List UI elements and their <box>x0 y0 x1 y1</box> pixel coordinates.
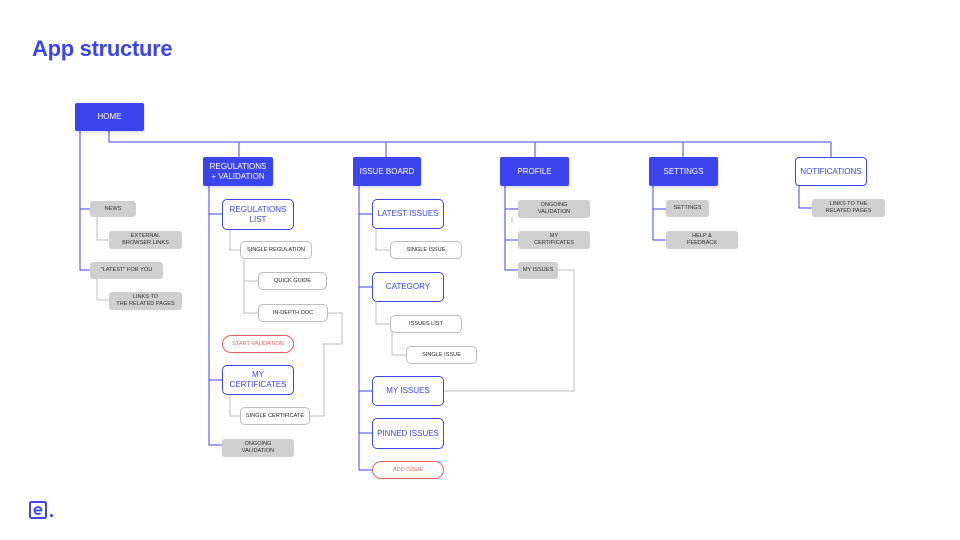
single-regulation-node: SINGLE REGULATION <box>240 241 312 259</box>
settings-node: SETTINGS <box>649 157 718 186</box>
ongoing-validation-reg-node: ONGOING VALIDATION <box>222 439 294 457</box>
links-related-pages-home-node: LINKS TO THE RELATED PAGES <box>109 292 182 310</box>
connector-home-spine <box>79 131 90 271</box>
connector-profile-spine <box>504 186 518 271</box>
connector-settings-spine <box>652 186 666 241</box>
add-issue-node: ADD ISSUE <box>372 461 444 479</box>
connector-indepth-validation <box>322 312 343 345</box>
logo-dot <box>50 514 53 517</box>
news-node: NEWS <box>90 201 136 217</box>
regulations-validation-node: REGULATIONS + VALIDATION <box>203 157 273 186</box>
category-node: CATEGORY <box>372 272 444 302</box>
latest-issues-node: LATEST ISSUES <box>372 199 444 229</box>
connector-regulations-spine <box>208 186 222 446</box>
issues-list-node: ISSUES LIST <box>390 315 462 333</box>
connector-issues-list-sub <box>391 332 406 356</box>
links-related-pages-notif-node: LINKS TO THE RELATED PAGES <box>812 199 885 217</box>
single-certificate-node: SINGLE CERTIFICATE <box>240 407 310 425</box>
connector-reg-list-sub <box>229 230 240 251</box>
notifications-node: NOTIFICATIONS <box>795 157 867 186</box>
start-validation-node: START VALIDATION <box>222 335 294 353</box>
connector-cert-validation <box>310 344 325 417</box>
my-certificates-node: MY CERTIFICATES <box>222 365 294 395</box>
quick-guide-node: QUICK GUIDE <box>258 272 327 290</box>
connector-profile-myissues <box>444 269 575 392</box>
single-issue-category-node: SINGLE ISSUE <box>406 346 477 364</box>
regulations-list-node: REGULATIONS LIST <box>222 199 294 230</box>
connector-notifications-spine <box>798 186 812 209</box>
settings-item-node: SETTINGS <box>666 200 709 217</box>
connector-category-sub <box>375 302 390 325</box>
e-logo-icon <box>29 501 47 519</box>
in-depth-doc-node: IN-DEPTH DOC <box>258 304 328 322</box>
connector-latest-issues-sub <box>375 229 390 251</box>
my-issues-profile-node: MY ISSUES <box>518 262 558 279</box>
connector-my-cert-sub <box>229 395 240 417</box>
ongoing-validation-profile-node: ONGOING VALIDATION <box>518 200 590 218</box>
profile-node: PROFILE <box>500 157 569 186</box>
pinned-issues-node: PINNED ISSUES <box>372 418 444 449</box>
connector-news-sub <box>96 217 109 241</box>
single-issue-latest-node: SINGLE ISSUE <box>390 241 462 259</box>
latest-for-you-node: "LATEST" FOR YOU <box>90 262 163 279</box>
help-feedback-node: HELP & FEEDBACK <box>666 231 738 249</box>
connector-home-bar <box>108 131 831 143</box>
home-node: HOME <box>75 103 144 131</box>
my-issues-node: MY ISSUES <box>372 376 444 406</box>
connector-latest-sub <box>96 279 109 301</box>
page-title: App structure <box>32 36 173 61</box>
issue-board-node: ISSUE BOARD <box>353 157 421 186</box>
external-browser-links-node: EXTERNAL BROWSER LINKS <box>109 231 182 249</box>
connector-single-reg-sub <box>243 259 258 314</box>
my-certificates-profile-node: MY CERTIFICATES <box>518 231 590 249</box>
connector-issue-board-spine <box>358 186 372 471</box>
